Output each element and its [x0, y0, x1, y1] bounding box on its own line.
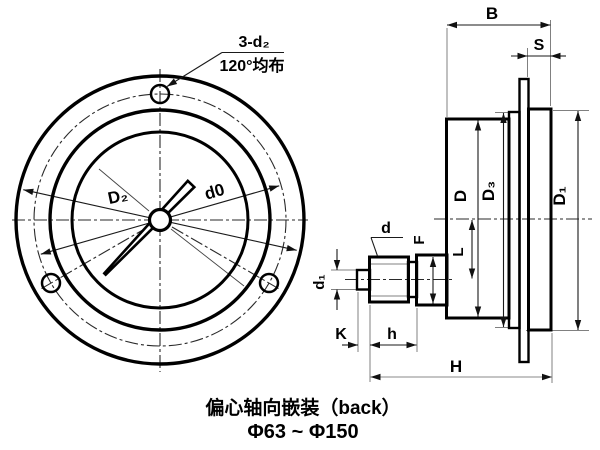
case-rim-circle — [48, 108, 272, 332]
caption-size-range: Φ63 ~ Φ150 — [247, 421, 358, 443]
dim-label-K: K — [335, 326, 347, 343]
dim-label-d0: d0 — [202, 180, 226, 204]
mounting-hole-right — [258, 272, 280, 294]
dim-label-d1: d₁ — [311, 274, 328, 289]
hole-callout: 3-d₂ 120°均布 — [166, 34, 285, 87]
dim-label-D1: D₁ — [550, 186, 569, 205]
dim-label-D2: D₂ — [106, 185, 129, 208]
dim-label-L: L — [450, 247, 467, 256]
mounting-hole-left — [40, 272, 62, 294]
front-bezel-ring — [527, 107, 553, 332]
outer-flange-circle — [14, 74, 306, 366]
extension-lines — [331, 20, 589, 383]
dim-label-H: H — [450, 357, 462, 376]
front-view: 3-d₂ 120°均布 D₂ d0 — [12, 34, 308, 372]
side-view: B S D D₃ D₁ L F d₁ d K h H — [311, 4, 592, 383]
dim-label-h: h — [387, 326, 397, 343]
dim-label-F: F — [411, 235, 428, 244]
dim-label-S: S — [534, 37, 545, 54]
callout-hole-count-label: 3-d₂ — [238, 34, 269, 51]
needle-hub — [147, 207, 173, 233]
caption: 偏心轴向嵌装（back） Φ63 ~ Φ150 — [205, 396, 400, 443]
callout-spacing-label: 120°均布 — [219, 56, 284, 75]
dim-label-D: D — [451, 190, 470, 202]
caption-mounting-type: 偏心轴向嵌装（back） — [205, 396, 400, 419]
dimension-lines — [333, 21, 582, 381]
dim-label-d: d — [381, 220, 391, 237]
dim-label-D3: D₃ — [479, 181, 498, 201]
mounting-hole-top — [149, 83, 171, 105]
dial-circle — [70, 130, 250, 310]
case-back-ring — [507, 110, 521, 330]
dim-label-B: B — [486, 4, 498, 23]
leader-d-line — [370, 237, 379, 257]
construction-ray — [170, 228, 245, 287]
